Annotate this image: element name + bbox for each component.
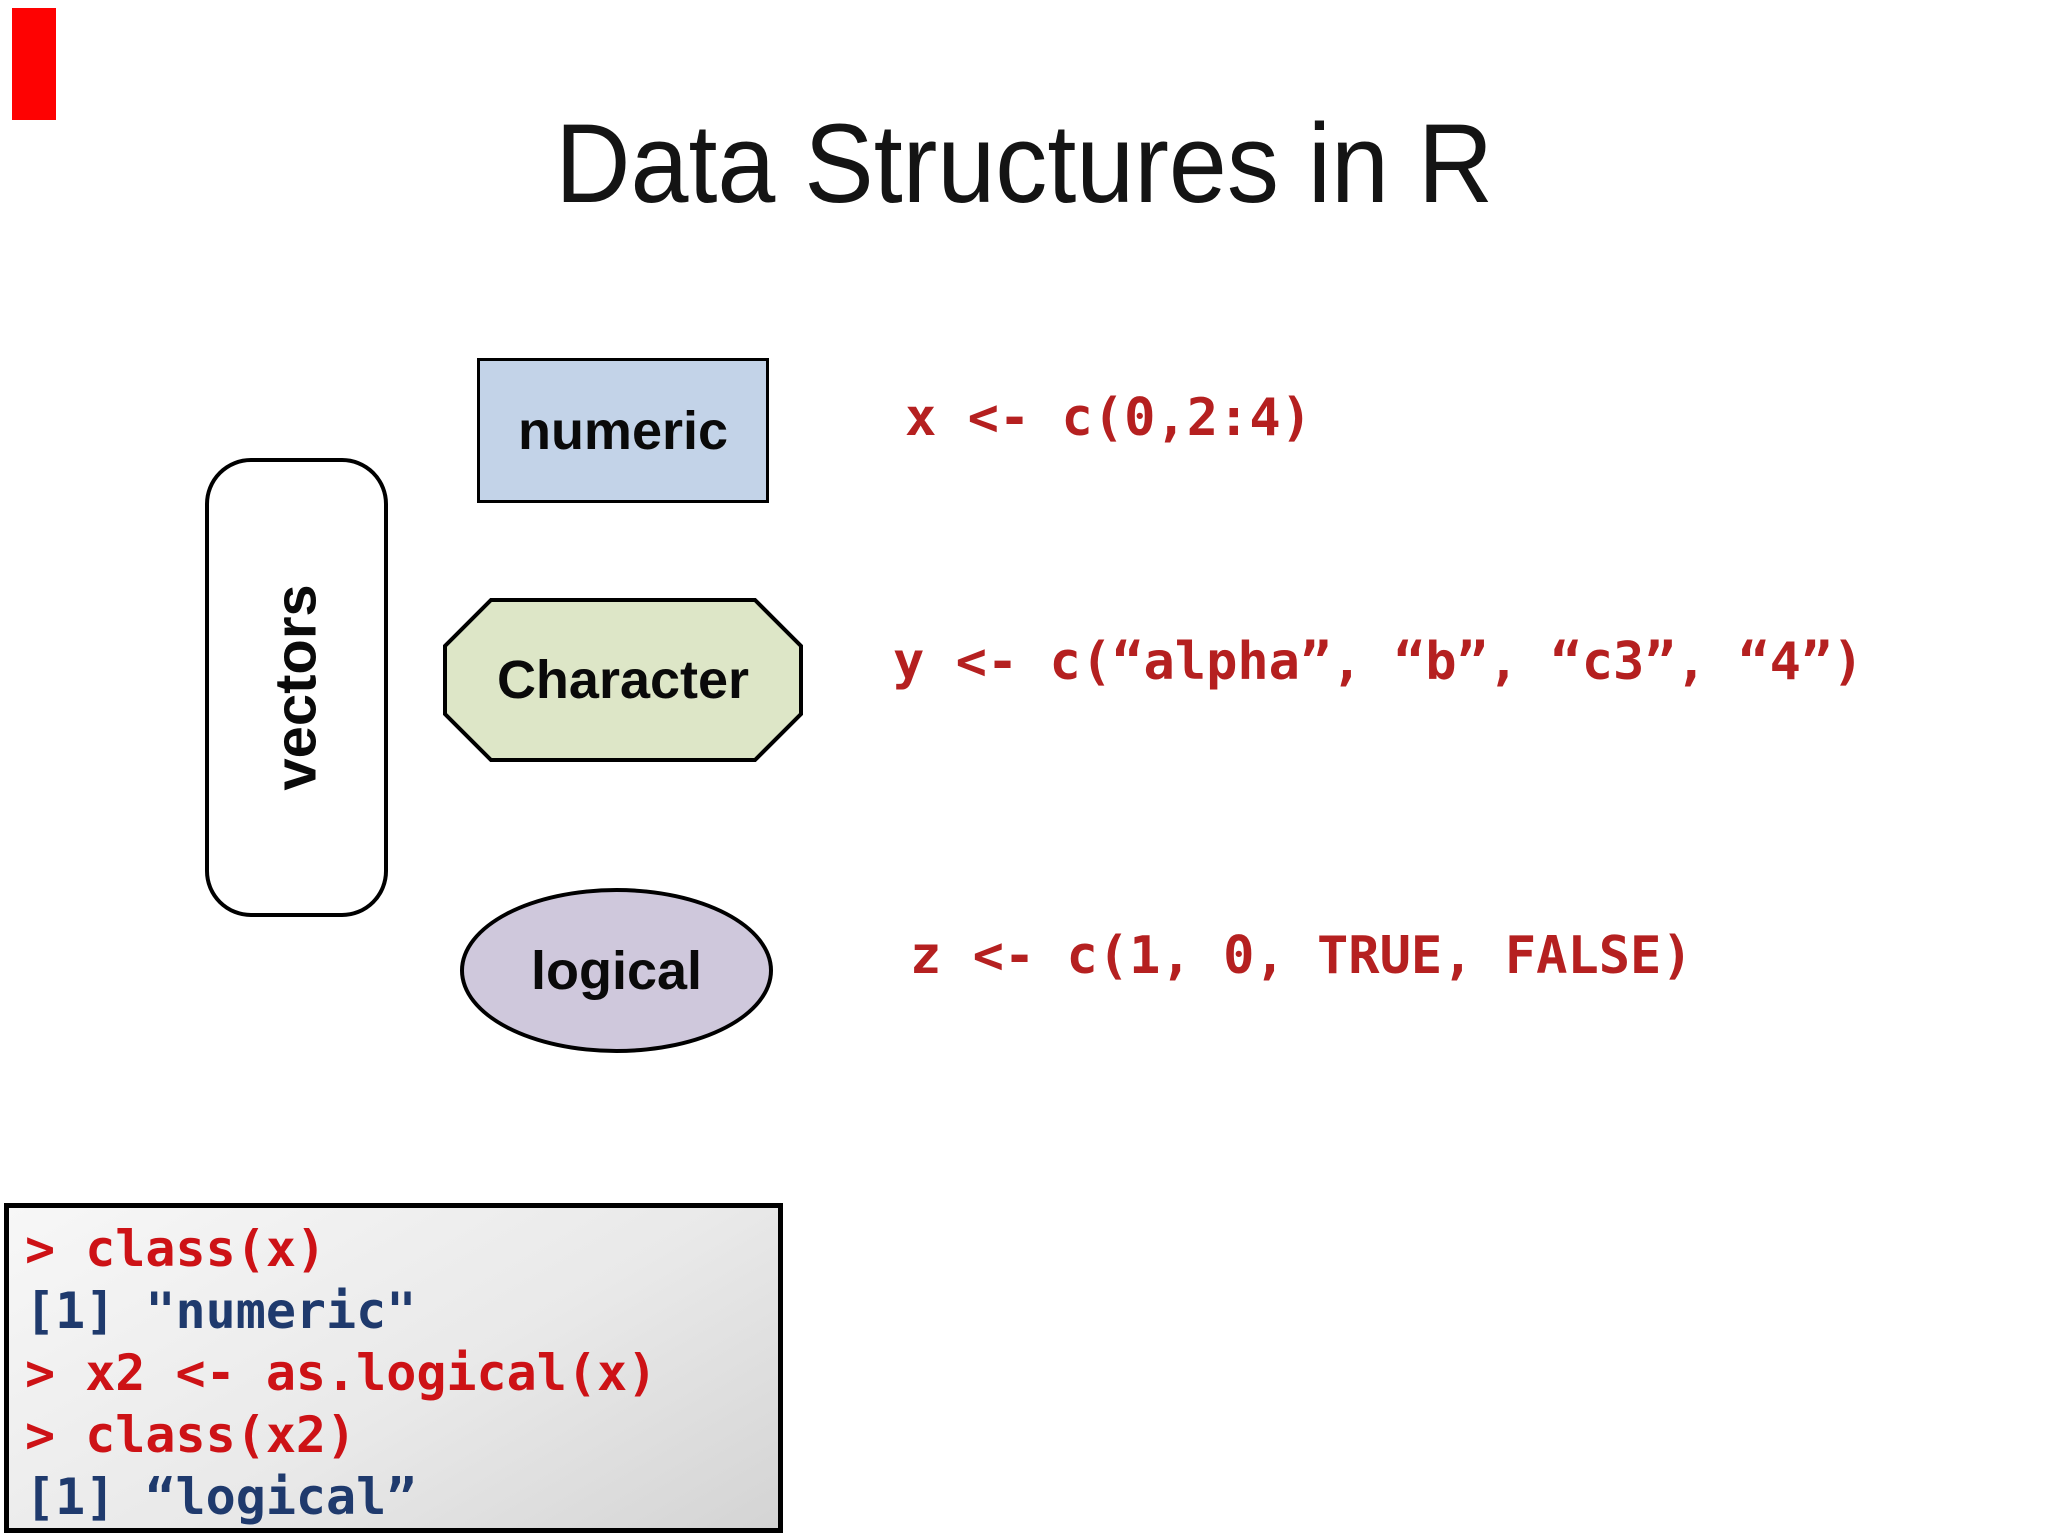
console-line: [1] “logical” [25, 1468, 417, 1526]
page-title: Data Structures in R [0, 108, 2048, 220]
console-box: > class(x) [1] "numeric" > x2 <- as.logi… [4, 1203, 783, 1533]
page-title-text: Data Structures in R [555, 101, 1493, 226]
console-line: > class(x2) [25, 1406, 357, 1464]
vectors-label: vectors [264, 584, 329, 791]
logical-label: logical [530, 940, 703, 1001]
console-line: > class(x) [25, 1220, 327, 1278]
vectors-group-shape: vectors [205, 458, 388, 917]
numeric-shape: numeric [477, 358, 769, 503]
console-line: > x2 <- as.logical(x) [25, 1344, 658, 1402]
code-line-z: z <- c(1, 0, TRUE, FALSE) [910, 926, 1693, 986]
console-line: [1] "numeric" [25, 1282, 417, 1340]
character-octagon-shape: Character [443, 598, 803, 762]
octagon-outline [443, 598, 803, 762]
code-line-y: y <- c(“alpha”, “b”, “c3”, “4”) [893, 632, 1864, 692]
logical-ellipse-shape: logical [460, 888, 773, 1053]
code-line-x: x <- c(0,2:4) [905, 388, 1312, 448]
recording-indicator [12, 8, 56, 120]
character-label: Character [496, 650, 750, 710]
numeric-label: numeric [517, 400, 729, 461]
